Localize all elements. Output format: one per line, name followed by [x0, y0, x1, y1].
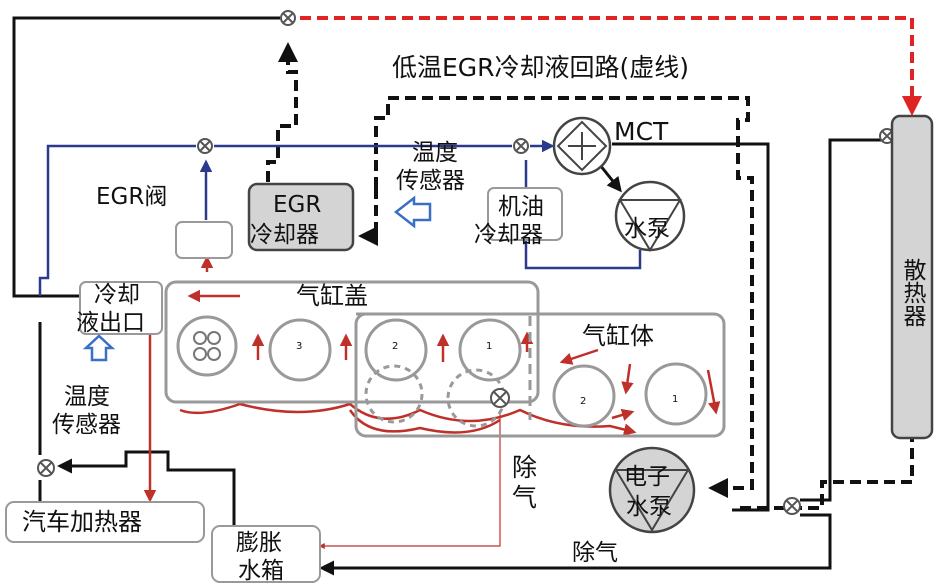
valve-deaeration — [490, 388, 510, 408]
block-cylinder-1: 1 — [644, 362, 708, 426]
electric-water-pump — [608, 446, 696, 534]
svg-text:散热器: 散热器 — [899, 258, 927, 327]
head-cylinder-1-label: 1 — [486, 341, 492, 352]
radiator-box — [890, 114, 934, 440]
block-head-dashed-overlap — [356, 312, 532, 420]
cylinder-block-label: 气缸体 — [582, 322, 654, 350]
valve-top — [280, 10, 296, 26]
oil-cooler-label-line1: 机油 — [498, 194, 544, 220]
egr-valve-label: EGR阀 — [96, 184, 167, 210]
block-cylinder-1-label: 1 — [672, 394, 678, 405]
head-cylinder-1: 1 — [458, 318, 522, 382]
head-cylinder-3-label: 3 — [296, 341, 302, 352]
block-cylinder-2-label: 2 — [580, 396, 586, 407]
head-cylinder-2: 2 — [364, 318, 428, 382]
cooling-lines-black — [12, 16, 892, 576]
temp-sensor-left-arrow-icon — [82, 334, 116, 362]
deaeration-bottom-label: 除气 — [572, 540, 618, 566]
cylinder-head-label: 气缸盖 — [296, 282, 368, 310]
temp-sensor-left-label-line2: 传感器 — [52, 412, 121, 438]
head-cylinder-2-label: 2 — [392, 341, 398, 352]
valve-electric-pump — [783, 497, 801, 515]
deaeration-vertical-label-line2: 气 — [512, 483, 537, 512]
expansion-tank-label-line1: 膨胀 — [236, 530, 282, 556]
head-cylinder-3: 3 — [268, 318, 332, 382]
water-pump — [614, 180, 686, 252]
oil-cooler-box — [487, 187, 563, 241]
deaeration-thin-line — [318, 410, 501, 549]
oil-cooler-label-line2: 冷却器 — [474, 222, 543, 248]
temp-sensor-top-arrow-icon — [393, 195, 432, 229]
cylinder-block — [354, 312, 726, 438]
block-dashed-cylinder-left — [364, 364, 424, 424]
electric-pump-label-line1: 电子 — [624, 464, 670, 490]
valve-heater — [37, 459, 55, 477]
valve-egr — [197, 138, 213, 154]
title: 低温EGR冷却液回路(虚线) — [392, 53, 689, 82]
block-cylinder-2: 2 — [552, 364, 616, 428]
heater-label: 汽车加热器 — [22, 508, 142, 536]
egr-cooler-label-line2: 冷却器 — [250, 222, 319, 248]
heater-box — [5, 501, 205, 543]
deaeration-vertical-label-line1: 除 — [512, 453, 537, 482]
temp-sensor-left-label-line1: 温度 — [64, 384, 110, 410]
head-cylinder-4 — [176, 315, 238, 377]
coolant-outlet-label-line2: 液出口 — [76, 310, 145, 336]
valve-oil-cooler — [513, 138, 529, 154]
egr-cooler-label-line1: EGR — [273, 192, 321, 218]
expansion-tank-box — [211, 525, 321, 583]
mct-valve — [552, 116, 612, 176]
egr-to-radiator-dashed-line — [300, 16, 922, 116]
egr-cooler-box — [247, 182, 355, 252]
radiator-label: 散热器 — [899, 258, 927, 327]
temp-sensor-top-label-line1: 温度 — [412, 140, 458, 166]
mct-label: MCT — [614, 117, 669, 146]
water-pump-label: 水泵 — [624, 216, 670, 242]
electric-pump-label-line2: 水泵 — [626, 494, 672, 520]
egr-valve-box — [175, 221, 233, 259]
coolant-outlet-box — [79, 281, 163, 335]
cylinder-head — [164, 280, 540, 404]
coolant-outlet-label-line1: 冷却 — [94, 282, 140, 308]
expansion-tank-label-line2: 水箱 — [238, 558, 284, 584]
hot-flow-lines — [143, 255, 721, 503]
low-temp-egr-loop — [266, 42, 914, 510]
temp-sensor-top-label-line2: 传感器 — [396, 168, 465, 194]
